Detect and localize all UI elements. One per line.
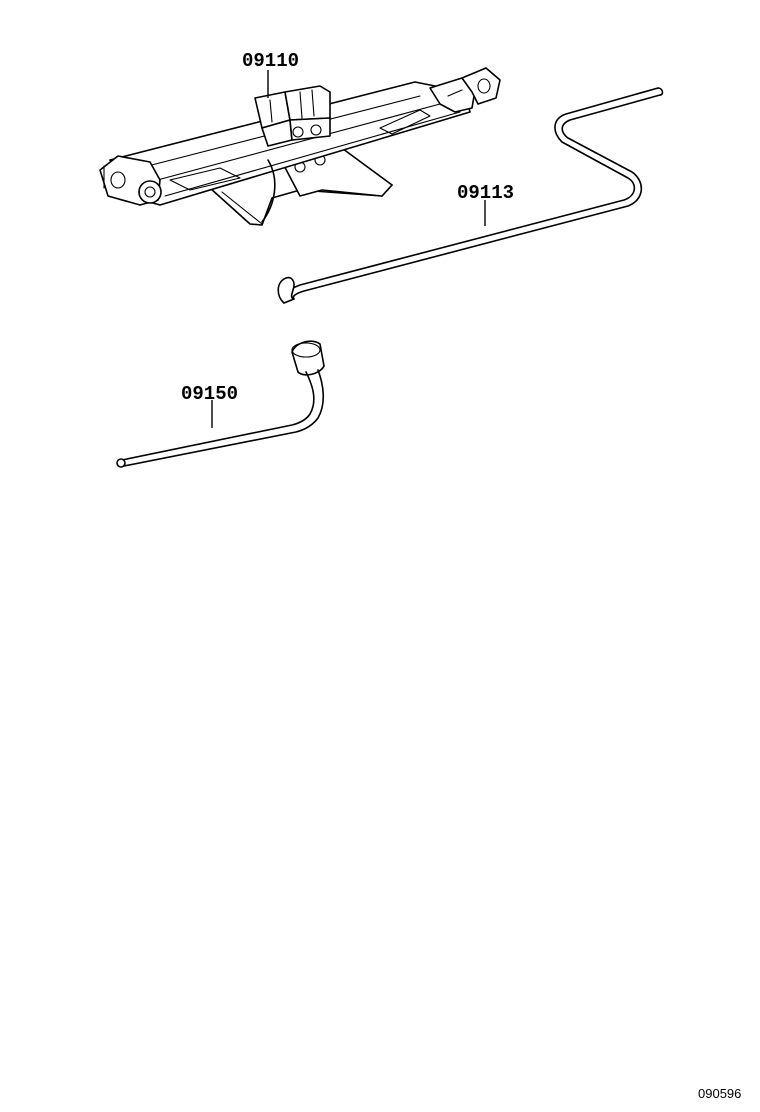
l-shaped-lug-wrench-drawing[interactable] bbox=[116, 340, 325, 468]
part-number-09113: 09113 bbox=[457, 182, 514, 204]
part-number-09110: 09110 bbox=[242, 50, 299, 72]
part-number-09150: 09150 bbox=[181, 383, 238, 405]
scissor-jack-drawing[interactable] bbox=[99, 67, 501, 226]
jack-handle-rod-drawing[interactable] bbox=[277, 87, 664, 304]
diagram-reference-code: 090596 bbox=[698, 1086, 741, 1101]
